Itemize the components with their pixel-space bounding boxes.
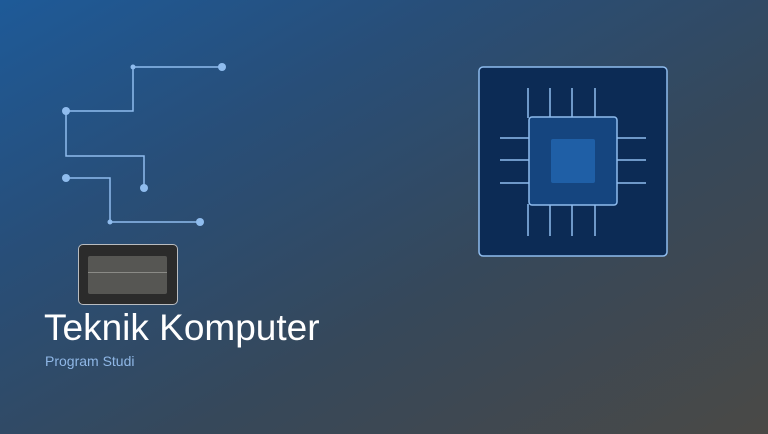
circuit-traces-icon — [62, 63, 226, 226]
device-screen — [88, 256, 167, 294]
microchip-icon — [478, 66, 668, 263]
computer-device-icon — [78, 244, 178, 305]
slide-title: Teknik Komputer — [44, 307, 320, 348]
device-divider — [88, 272, 167, 273]
slide-subtitle: Program Studi — [45, 353, 135, 369]
